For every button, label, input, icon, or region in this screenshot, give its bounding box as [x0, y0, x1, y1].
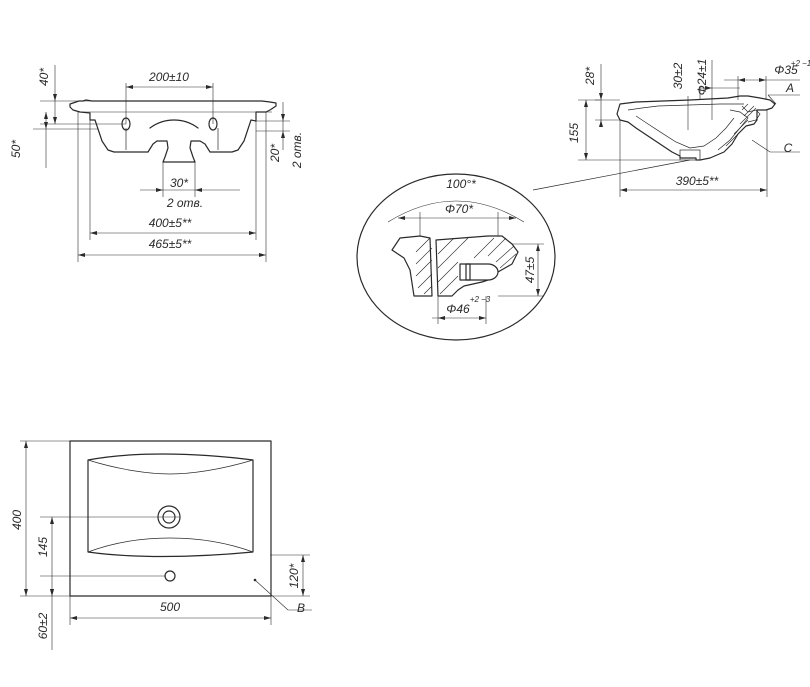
dim-drain-offset: 145 — [36, 537, 50, 557]
mark-c: C — [784, 141, 793, 155]
side-view: 28* 155 30±2 Φ24±1 Φ35 +2 −1 A C — [532, 59, 810, 197]
dim-holes-count-bottom: 2 отв. — [166, 196, 203, 210]
detail-leader — [532, 159, 691, 191]
plan-tap-hole — [164, 570, 176, 582]
dim-detail-bottom-diameter: Φ46 — [446, 302, 470, 316]
dim-detail-angle: 100°* — [446, 177, 476, 191]
dim-plan-width: 500 — [160, 600, 180, 614]
dim-angle: 30* — [170, 176, 188, 190]
dim-detail-top-diameter: Φ70* — [445, 202, 473, 216]
mark-a: A — [785, 81, 794, 95]
plan-outline — [69, 440, 272, 597]
dim-overflow-diameter: Φ35 — [774, 63, 798, 77]
mark-b: B — [297, 601, 305, 615]
dim-front-height: 50* — [9, 140, 23, 158]
dim-top-offset: 40* — [37, 68, 51, 86]
dim-overall-height: 155 — [567, 123, 581, 143]
dim-hole-offset: 120* — [287, 563, 301, 588]
dim-hole-spacing: 200±10 — [148, 70, 189, 84]
side-overflow-section — [725, 103, 757, 147]
front-view: 200±10 40* 50* 20* 2 отв. 30* 2 отв. 400… — [9, 65, 304, 262]
dim-inner-width: 400±5** — [149, 216, 192, 230]
dim-edge-offset: 60±2 — [36, 612, 50, 639]
detail-c-frame — [356, 173, 556, 341]
detail-hatching — [415, 237, 517, 295]
dim-overflow-tolerance: +2 −1 — [791, 59, 810, 68]
dim-detail-bottom-tolerance: +2 −3 — [470, 295, 491, 304]
detail-c: 100°* Φ70* — [356, 173, 556, 341]
dim-outer-width: 465±5** — [149, 237, 192, 251]
dim-depth-offset: 30±2 — [671, 62, 685, 89]
dim-depth: 390±5** — [676, 174, 719, 188]
dim-hole-depth: 20* — [268, 144, 282, 163]
dim-drain-diameter: Φ24±1 — [695, 59, 709, 96]
dim-detail-height: 47±5 — [523, 256, 537, 283]
side-view-outline — [616, 95, 776, 161]
front-view-outline — [69, 99, 277, 163]
dim-top-height: 28* — [583, 67, 597, 86]
dim-plan-depth: 400 — [10, 510, 24, 530]
plan-view: 400 145 120* 500 60±2 B — [10, 440, 312, 650]
dim-holes-count: 2 отв. — [290, 132, 304, 169]
plan-basin — [87, 453, 254, 558]
